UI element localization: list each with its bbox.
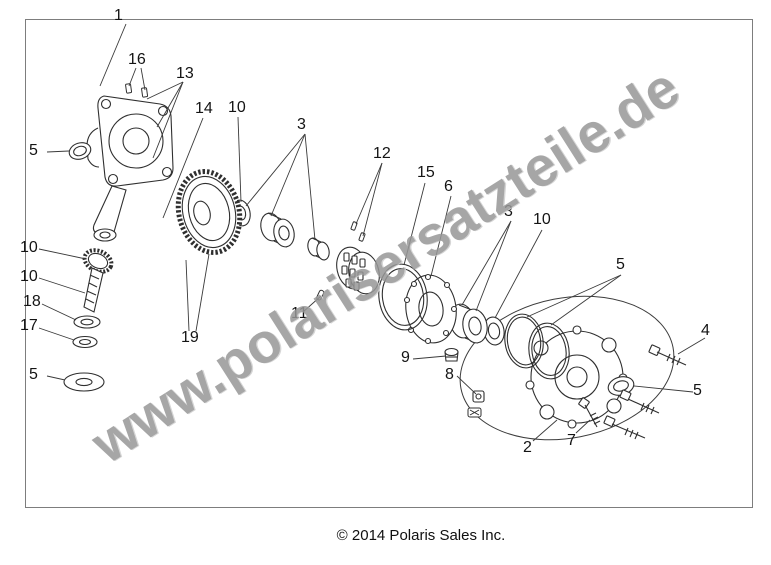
callout-9: 9: [401, 349, 410, 366]
gasket-15: [378, 263, 428, 331]
pinion-gear-shaft: [82, 248, 114, 313]
callout-1: 1: [114, 7, 123, 24]
callout-5-orings: 5: [616, 256, 625, 273]
callout-7: 7: [567, 432, 576, 449]
callout-2: 2: [523, 439, 532, 456]
callout-10-left-b: 10: [20, 268, 38, 285]
cover-housing-2: [525, 325, 628, 429]
callout-10-right: 10: [533, 211, 551, 228]
washer-18: [73, 315, 101, 329]
oring-5a: [504, 313, 544, 369]
seal-10-right: [483, 316, 505, 346]
cover-bolt-b: [603, 415, 646, 440]
washer-17: [72, 335, 98, 349]
callout-5-right: 5: [693, 382, 702, 399]
callout-17: 17: [20, 317, 38, 334]
clip-detail: [467, 407, 482, 418]
callout-3-b: 3: [504, 203, 513, 220]
washer-5-left-bottom: [63, 372, 105, 392]
plug-8: [472, 390, 485, 403]
seal-5-right: [607, 376, 635, 396]
dowel-pins-12: [350, 221, 366, 242]
callout-12: 12: [373, 145, 391, 162]
callout-3-a: 3: [297, 116, 306, 133]
callout-6: 6: [444, 178, 453, 195]
studs-16: [125, 83, 149, 98]
ring-gear: [175, 169, 243, 255]
oring-5b: [528, 322, 570, 380]
bolt-7: [578, 397, 601, 428]
callout-15: 15: [417, 164, 435, 181]
seal-5-left-top: [68, 142, 92, 160]
cover-outline: [459, 295, 675, 441]
callout-8: 8: [445, 366, 454, 383]
pin-11: [316, 289, 325, 301]
retainer-plate-6: [403, 273, 458, 345]
callout-10-left-a: 10: [20, 239, 38, 256]
callout-5-left-top: 5: [29, 142, 38, 159]
callout-19: 19: [181, 329, 199, 346]
roller-cage-bearing: [336, 246, 380, 295]
bearing-3b: [449, 303, 488, 344]
diagram-border: [25, 19, 753, 508]
cover-bolt-a: [619, 389, 660, 415]
callout-18: 18: [23, 293, 41, 310]
callout-4: 4: [701, 322, 710, 339]
leader-lines: [38, 23, 706, 442]
copyright-text: © 2014 Polaris Sales Inc.: [336, 527, 506, 544]
bearing-3a: [260, 212, 295, 248]
callout-11: 11: [291, 305, 308, 322]
callout-5-left-bottom: 5: [29, 366, 38, 383]
callout-10-mid: 10: [228, 99, 246, 116]
bolt-4: [648, 344, 687, 366]
gearcase-housing: [86, 95, 174, 242]
callout-16: 16: [128, 51, 146, 68]
breather-fitting-9: [444, 347, 459, 362]
spacer-bushing: [307, 237, 330, 261]
callout-14: 14: [195, 100, 213, 117]
callout-13: 13: [176, 65, 194, 82]
